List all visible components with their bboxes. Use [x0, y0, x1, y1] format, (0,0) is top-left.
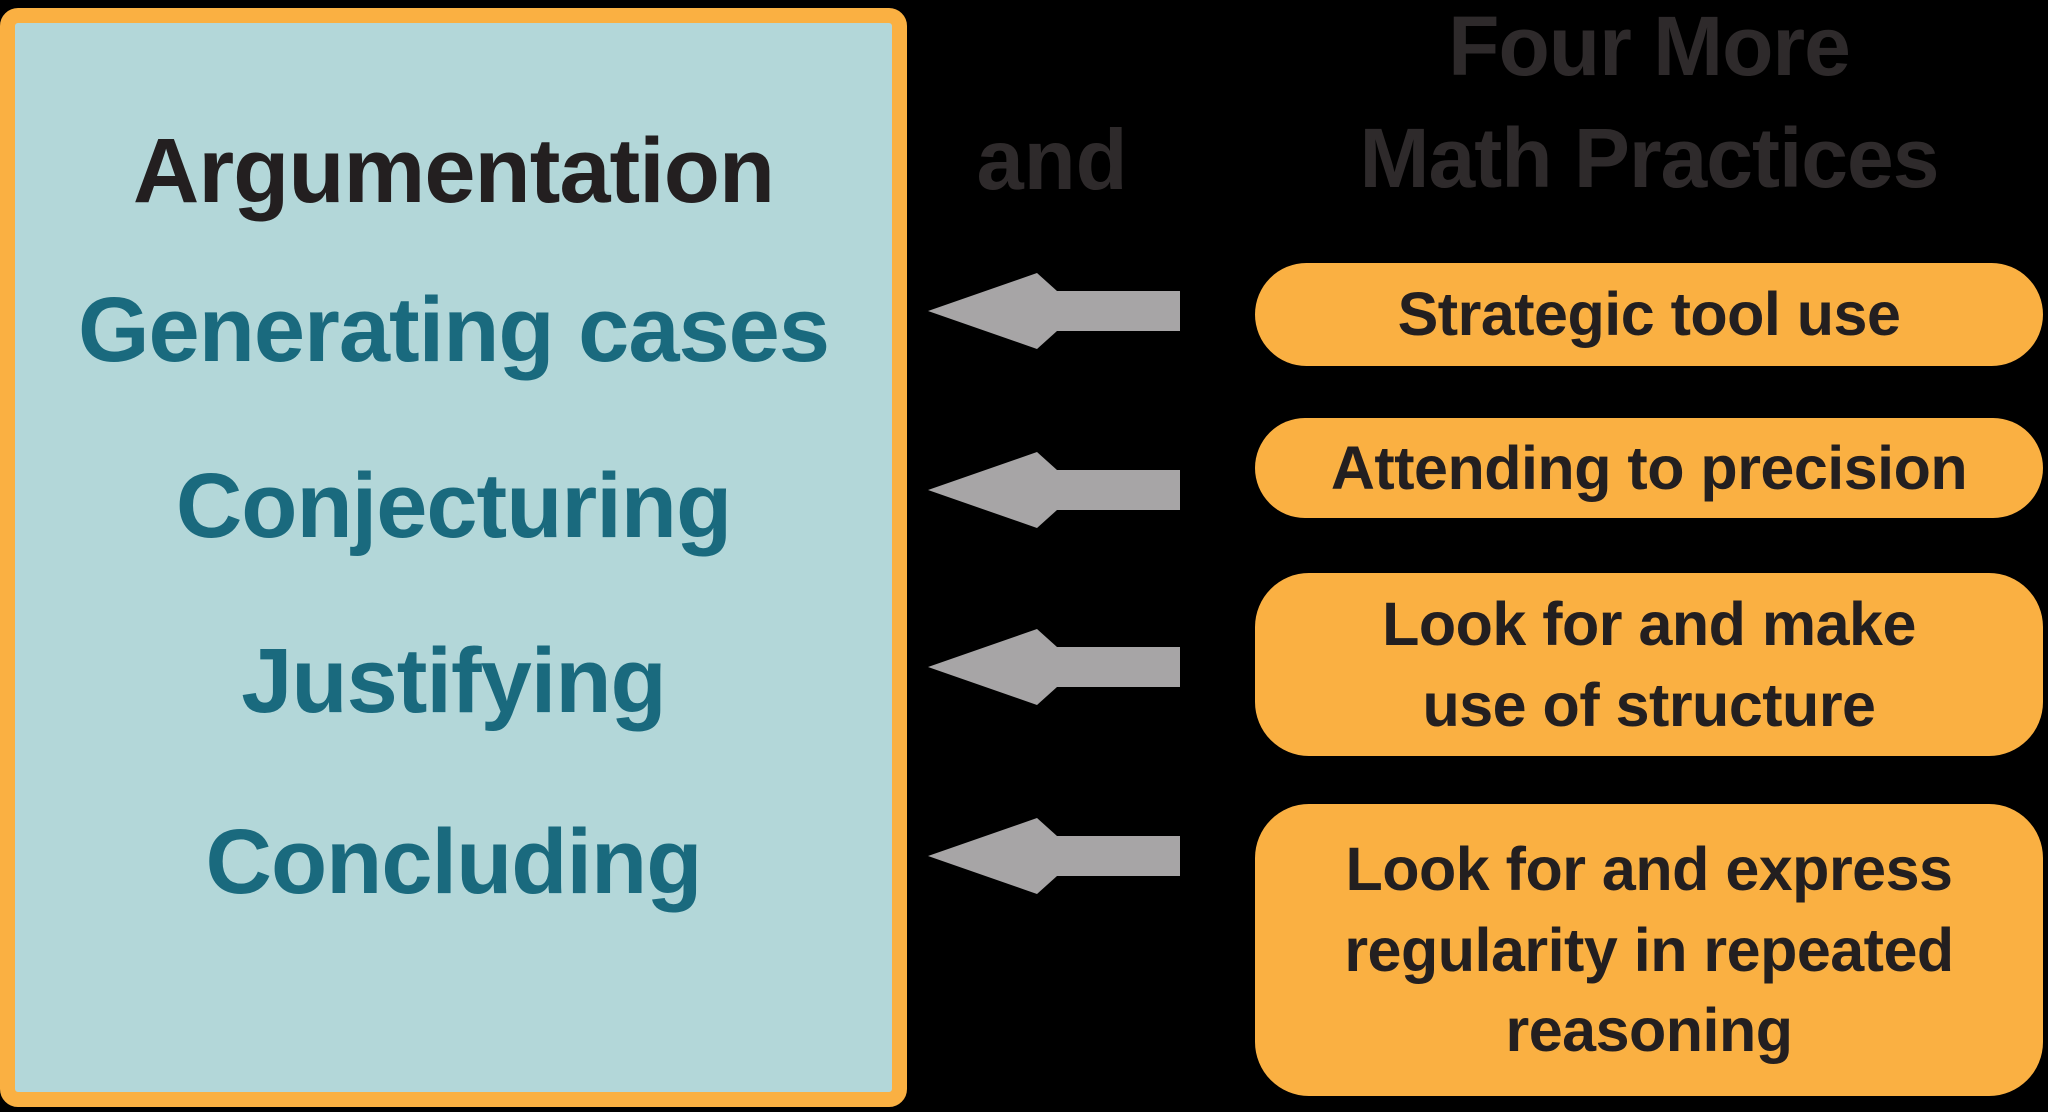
argumentation-item: Concluding: [205, 811, 703, 913]
practice-label-line: Strategic tool use: [1397, 280, 1901, 349]
argumentation-item: Generating cases: [77, 279, 830, 381]
argumentation-title: Argumentation: [132, 120, 775, 222]
practice-box: Look for and make use of structure: [1255, 573, 2043, 756]
left-arrow-icon: [928, 452, 1180, 528]
four-more-title-line1: Four More: [1448, 0, 1851, 93]
left-arrow-icon: [928, 629, 1180, 705]
practice-label-line: regularity in repeated: [1344, 915, 1954, 984]
practice-box: Look for and express regularity in repeat…: [1255, 804, 2043, 1096]
argumentation-item: Conjecturing: [175, 455, 732, 557]
argumentation-item: Justifying: [241, 630, 666, 732]
practice-label-line: Look for and express: [1345, 835, 1953, 904]
practice-label-line: Look for and make: [1382, 589, 1916, 658]
four-more-title: Four More Math Practices: [1255, 0, 2043, 214]
practice-label-line: Attending to precision: [1330, 433, 1968, 502]
and-label: and: [976, 113, 1128, 208]
left-arrow-icon: [928, 818, 1180, 894]
left-arrow-icon: [928, 273, 1180, 349]
practice-label-line: reasoning: [1505, 996, 1793, 1065]
practice-label-line: use of structure: [1422, 670, 1877, 739]
practice-box: Strategic tool use: [1255, 263, 2043, 366]
four-more-title-line2: Math Practices: [1359, 111, 1940, 205]
practice-box: Attending to precision: [1255, 418, 2043, 518]
